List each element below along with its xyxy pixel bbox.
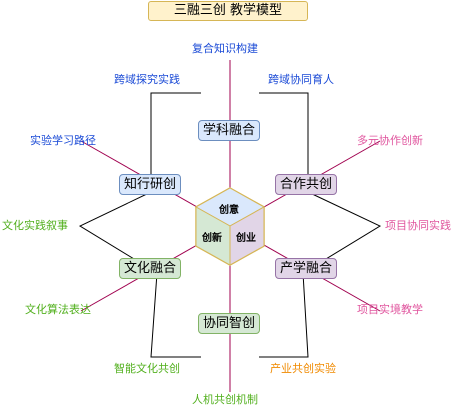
node-xietong-zhichuang: 协同智创 — [198, 313, 260, 334]
label-renji-gongchuang: 人机共创机制 — [192, 393, 258, 406]
label-xiangmu-shijing: 项目实境教学 — [357, 303, 423, 316]
node-xueke-ronghe: 学科融合 — [198, 120, 260, 141]
label-zhineng-wenhua: 智能文化共创 — [114, 362, 180, 375]
outline-top-left — [78, 92, 201, 358]
node-chanxue-ronghe: 产学融合 — [275, 258, 337, 279]
hex-label-chuangye: 创业 — [236, 233, 256, 244]
label-wenhua-shijian: 文化实践叙事 — [2, 219, 68, 232]
hex-label-chuangyi: 创意 — [219, 205, 239, 216]
label-duoyuan-xiezuo: 多元协作创新 — [357, 134, 423, 147]
hex-face-right — [229, 206, 265, 266]
diagram-title: 三融三创 教学模型 — [148, 1, 308, 21]
outline-top-right — [259, 92, 382, 358]
node-wenhua-ronghe: 文化融合 — [119, 258, 181, 279]
label-shiyan-xuexi: 实验学习路径 — [30, 134, 96, 147]
label-chanye-gongchuang: 产业共创实验 — [270, 362, 336, 375]
label-kuayu-tanjiu: 跨域探究实践 — [114, 73, 180, 86]
label-xiangmu-xietong: 项目协同实践 — [385, 219, 451, 232]
label-wenhua-suanfa: 文化算法表达 — [25, 303, 91, 316]
label-kuayu-xietong: 跨域协同育人 — [268, 73, 334, 86]
node-hezuo-gongchuang: 合作共创 — [275, 174, 337, 195]
node-zhixing-yanchuang: 知行研创 — [119, 174, 181, 195]
label-fuhe-zhishi: 复合知识构建 — [192, 42, 258, 55]
hex-label-chuangxin: 创新 — [202, 233, 222, 244]
